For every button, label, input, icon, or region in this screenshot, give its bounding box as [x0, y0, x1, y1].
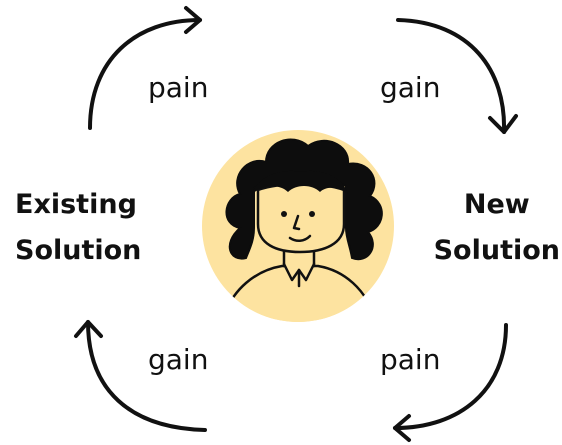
avatar-mouth — [288, 234, 312, 242]
avatar-bangs — [252, 170, 348, 194]
node-existing-line2: Solution — [15, 235, 142, 266]
edge-label-bottom-right: pain — [380, 343, 441, 376]
node-new-line1: New — [463, 189, 530, 220]
arrowhead-top-right — [488, 114, 518, 134]
node-existing-line1: Existing — [15, 189, 137, 220]
edge-label-top-left: pain — [148, 71, 209, 104]
arrowhead-top-left — [184, 6, 202, 34]
arrow-bottom-right — [393, 323, 508, 430]
avatar-hair — [225, 138, 383, 261]
avatar-nose — [292, 214, 301, 231]
avatar-eye-right — [309, 211, 315, 217]
arrow-top-right — [396, 18, 507, 134]
node-new-solution: New Solution — [434, 182, 560, 274]
arrowhead-bottom-left — [74, 320, 103, 338]
person-avatar-icon — [202, 130, 394, 322]
edge-label-top-right: gain — [380, 71, 441, 104]
arrow-top-left — [88, 18, 202, 130]
node-new-line2: Solution — [433, 235, 560, 266]
node-existing-solution: Existing Solution — [15, 182, 141, 274]
edge-label-bottom-left: gain — [148, 343, 209, 376]
avatar-eye-left — [281, 211, 287, 217]
arrowhead-bottom-right — [393, 414, 411, 442]
arrow-bottom-left — [86, 320, 207, 432]
